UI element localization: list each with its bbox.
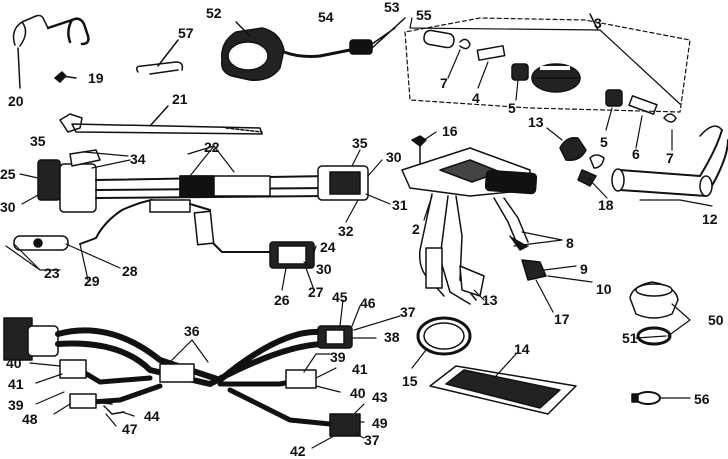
part-label-30a: 30	[386, 149, 402, 165]
part-label-52: 52	[206, 5, 222, 21]
part-label-35a: 35	[30, 133, 46, 149]
cap-part	[629, 281, 679, 346]
part-label-44: 44	[144, 408, 160, 424]
part-label-29: 29	[84, 273, 100, 289]
part-label-18: 18	[598, 197, 614, 213]
part-label-37a: 37	[400, 304, 416, 320]
part-label-57: 57	[178, 25, 194, 41]
part-label-6: 6	[632, 146, 640, 162]
part-label-2: 2	[412, 221, 420, 237]
part-label-53: 53	[384, 0, 400, 15]
base-plate-part	[429, 365, 577, 415]
switch-assembly-part	[220, 17, 406, 81]
part-label-36: 36	[184, 323, 200, 339]
lower-harness-part	[3, 317, 361, 437]
part-label-10: 10	[596, 281, 612, 297]
part-label-25: 25	[0, 166, 16, 182]
part-label-9: 9	[580, 261, 588, 277]
part-label-24: 24	[320, 239, 336, 255]
gasket-ring-part	[416, 316, 472, 356]
part-label-20: 20	[8, 93, 24, 109]
part-label-3: 3	[594, 15, 602, 31]
part-label-40b: 40	[350, 385, 366, 401]
primer-bulb-kit-part	[404, 13, 691, 123]
part-label-5b: 5	[600, 134, 608, 150]
part-label-26: 26	[274, 292, 290, 308]
part-label-50: 50	[708, 312, 724, 328]
hose-clip-part	[631, 391, 661, 405]
part-label-13a: 13	[528, 114, 544, 130]
part-label-41a: 41	[8, 376, 24, 392]
part-label-39b: 39	[8, 397, 24, 413]
part-label-8: 8	[566, 235, 574, 251]
wire-clip-part	[12, 14, 90, 89]
leader-lines	[5, 17, 713, 449]
part-label-28: 28	[122, 263, 138, 279]
part-label-32: 32	[338, 223, 354, 239]
clip-57-part	[135, 39, 184, 75]
part-label-47: 47	[122, 421, 138, 437]
part-label-43: 43	[372, 389, 388, 405]
part-label-4: 4	[472, 90, 480, 106]
part-label-30b: 30	[0, 199, 16, 215]
part-label-14: 14	[514, 341, 530, 357]
part-label-23: 23	[44, 265, 60, 281]
part-label-39a: 39	[330, 349, 346, 365]
part-label-15: 15	[402, 373, 418, 389]
part-label-5a: 5	[508, 100, 516, 116]
part-label-37b: 37	[364, 432, 380, 448]
hose-clamp-part	[559, 136, 605, 187]
cable-tie-part	[59, 105, 263, 135]
part-label-7a: 7	[440, 75, 448, 91]
part-label-16: 16	[442, 123, 458, 139]
part-label-45: 45	[332, 289, 348, 305]
part-label-51: 51	[622, 330, 638, 346]
part-label-17: 17	[554, 311, 570, 327]
part-label-40a: 40	[6, 355, 22, 371]
screw-19-part	[54, 71, 77, 83]
throttle-bracket-part	[401, 135, 547, 305]
part-label-55: 55	[416, 7, 432, 23]
part-label-38: 38	[384, 329, 400, 345]
part-label-7b: 7	[666, 150, 674, 166]
part-label-35b: 35	[352, 135, 368, 151]
part-label-22: 22	[204, 139, 220, 155]
upper-harness-part	[13, 149, 369, 269]
part-label-21: 21	[172, 91, 188, 107]
fuel-hose-part	[611, 125, 728, 197]
part-label-12: 12	[702, 211, 718, 227]
part-label-49: 49	[372, 415, 388, 431]
part-label-13b: 13	[482, 292, 498, 308]
part-label-46: 46	[360, 295, 376, 311]
part-label-34: 34	[130, 151, 146, 167]
part-label-30c: 30	[316, 261, 332, 277]
part-label-31: 31	[392, 197, 408, 213]
part-label-19: 19	[88, 70, 104, 86]
part-label-48: 48	[22, 411, 38, 427]
part-label-27: 27	[308, 284, 324, 300]
part-label-42: 42	[290, 443, 306, 459]
part-label-41b: 41	[352, 361, 368, 377]
part-label-54: 54	[318, 9, 334, 25]
part-label-56: 56	[694, 391, 710, 407]
